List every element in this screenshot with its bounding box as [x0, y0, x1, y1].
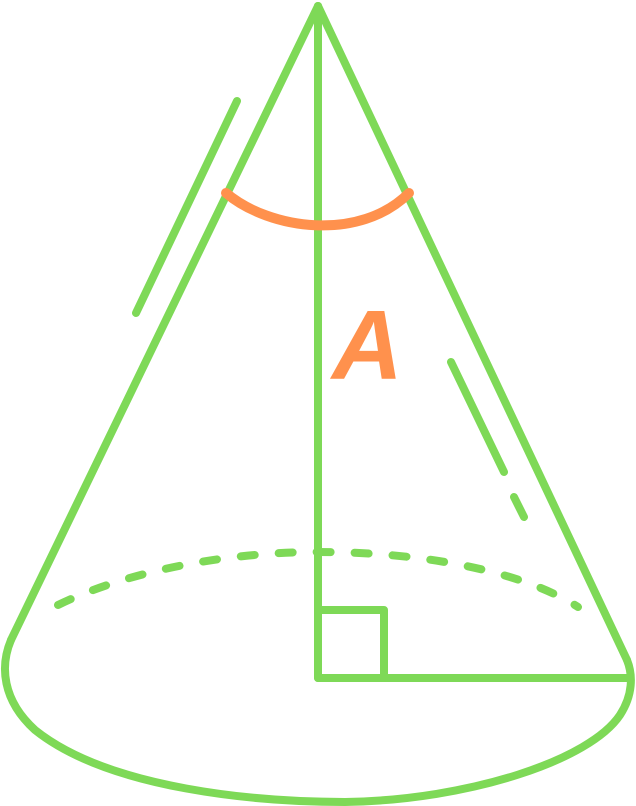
- cone-left-slant: [7, 2, 322, 644]
- cone-base-front-arc: [1, 636, 635, 806]
- angle-label: A: [329, 290, 403, 400]
- right-angle-marker: [314, 606, 388, 682]
- right-slant-height-indicator-short: [510, 493, 528, 521]
- cone-right-slant: [314, 2, 631, 664]
- left-slant-height-indicator: [132, 97, 241, 317]
- right-slant-height-indicator-long: [447, 358, 508, 476]
- apex-angle-arc: [221, 188, 414, 231]
